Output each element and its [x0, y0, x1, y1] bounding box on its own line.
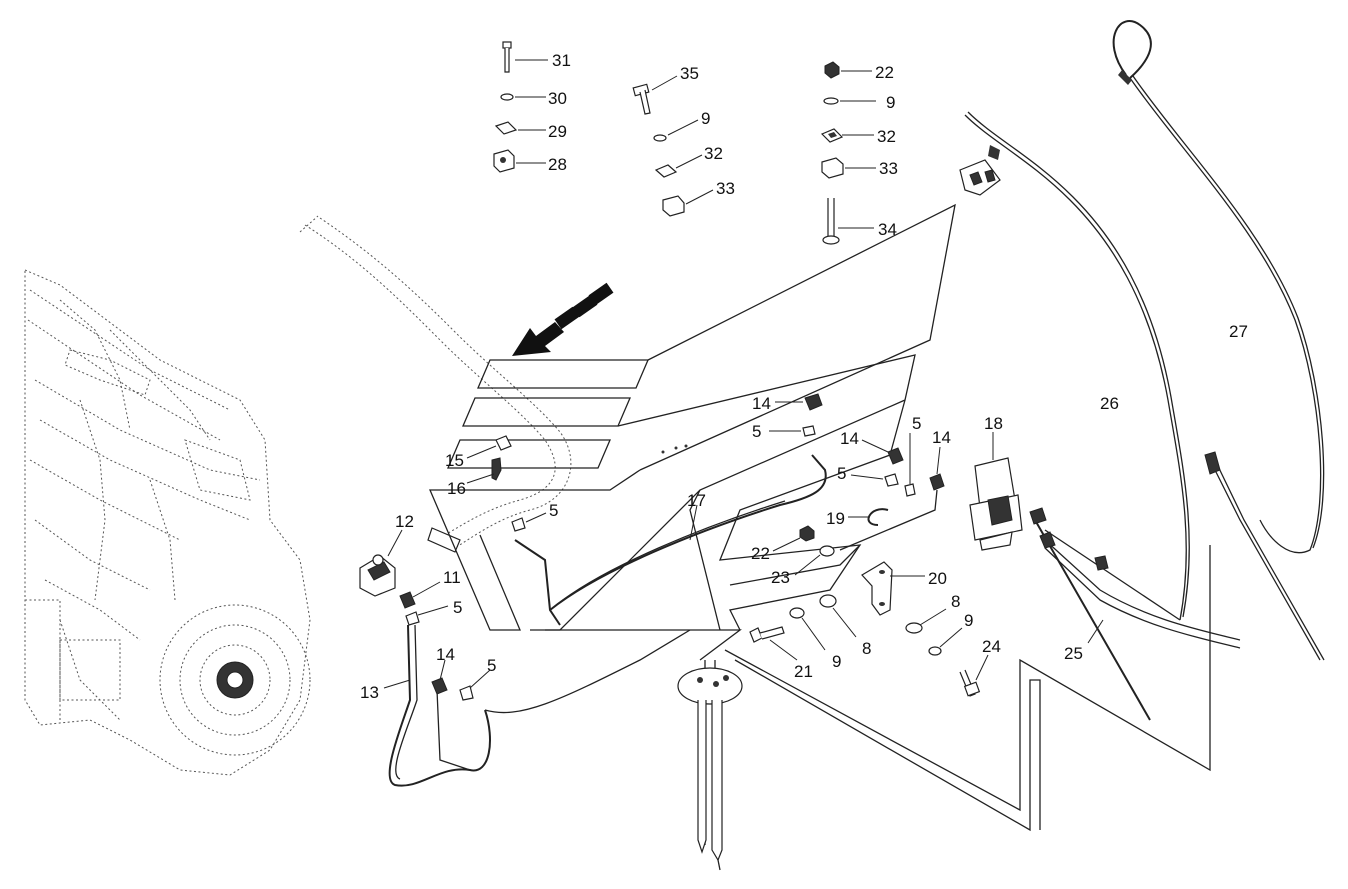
fitting-5a — [769, 425, 816, 437]
chassis-frame — [429, 203, 956, 661]
clamp-33a — [662, 189, 714, 217]
harness-26 — [964, 111, 1190, 621]
callout-32: 32 — [877, 127, 896, 146]
direction-arrow — [512, 282, 614, 356]
washer-23 — [794, 545, 835, 576]
bolt-31 — [502, 41, 548, 73]
callout-5: 5 — [752, 422, 761, 441]
callout-17: 17 — [687, 491, 706, 510]
fuel-sender — [677, 667, 743, 862]
callout-11: 11 — [443, 568, 461, 587]
callout-5: 5 — [837, 464, 846, 483]
bolt-24 — [959, 654, 989, 697]
callout-26: 26 — [1100, 394, 1119, 413]
callout-35: 35 — [680, 64, 699, 83]
stud-34 — [822, 198, 874, 245]
callout-9: 9 — [832, 652, 841, 671]
callout-14: 14 — [840, 429, 859, 448]
callout-16: 16 — [447, 479, 466, 498]
washer-9b — [823, 97, 876, 105]
fitting-5c — [904, 433, 916, 497]
fitting-15 — [466, 435, 512, 459]
washer-8a — [819, 594, 857, 638]
callout-labels: 31 30 29 28 35 9 32 33 22 9 32 33 34 27 … — [360, 51, 1248, 702]
washer-9a — [653, 119, 699, 142]
clamp-28 — [493, 149, 546, 173]
callout-8: 8 — [862, 639, 871, 658]
callout-28: 28 — [548, 155, 567, 174]
bolt-35 — [632, 75, 678, 115]
callout-15: 15 — [445, 451, 464, 470]
radiator-hose — [299, 215, 572, 553]
callout-22: 22 — [751, 544, 770, 563]
callout-33: 33 — [716, 179, 735, 198]
fitting-5e — [405, 605, 449, 626]
fitting-14d — [431, 659, 448, 695]
callout-18: 18 — [984, 414, 1003, 433]
callout-14: 14 — [752, 394, 771, 413]
washer-30 — [500, 93, 546, 101]
callout-27: 27 — [1229, 322, 1248, 341]
plate-29 — [494, 121, 546, 135]
hose-13 — [383, 624, 691, 787]
callout-5: 5 — [912, 414, 921, 433]
fitting-11 — [399, 581, 441, 609]
pipe-17 — [514, 454, 827, 626]
callout-21: 21 — [794, 662, 813, 681]
nut-22b — [772, 525, 815, 552]
callout-13: 13 — [360, 683, 379, 702]
bolt-21 — [749, 626, 798, 661]
harness-25 — [1029, 451, 1325, 721]
fitting-14c — [839, 446, 945, 551]
callout-9: 9 — [701, 109, 710, 128]
plate-32a — [654, 154, 703, 178]
plate-32b — [820, 128, 874, 143]
callout-24: 24 — [982, 637, 1001, 656]
callout-12: 12 — [395, 512, 414, 531]
callout-19: 19 — [826, 509, 845, 528]
fitting-14a — [775, 393, 823, 411]
fitting-5f — [459, 669, 491, 701]
harness-27 — [1112, 20, 1325, 554]
engine-outline — [24, 269, 311, 776]
callout-32: 32 — [704, 144, 723, 163]
callout-5: 5 — [549, 501, 558, 520]
callout-14: 14 — [932, 428, 951, 447]
fitting-5d — [511, 512, 547, 532]
callout-29: 29 — [548, 122, 567, 141]
callout-33: 33 — [879, 159, 898, 178]
hose-19 — [848, 508, 889, 526]
callout-9: 9 — [964, 611, 973, 630]
callout-30: 30 — [548, 89, 567, 108]
callout-25: 25 — [1064, 644, 1083, 663]
callout-34: 34 — [878, 220, 897, 239]
fitting-5b — [850, 473, 899, 487]
clamp-33b — [821, 157, 876, 179]
callout-5: 5 — [453, 598, 462, 617]
nut-22a — [824, 61, 872, 79]
valve-12 — [359, 529, 403, 597]
heater-18 — [969, 432, 1023, 551]
bracket-20 — [861, 561, 925, 616]
callout-8: 8 — [951, 592, 960, 611]
fitting-16 — [466, 457, 502, 484]
callout-22: 22 — [875, 63, 894, 82]
callout-9: 9 — [886, 93, 895, 112]
washer-8b — [905, 608, 947, 634]
callout-20: 20 — [928, 569, 947, 588]
callout-31: 31 — [552, 51, 571, 70]
bracket-cluster — [959, 159, 1001, 196]
callout-14: 14 — [436, 645, 455, 664]
washer-9d — [928, 627, 963, 656]
fitting-14b — [861, 439, 904, 465]
washer-9c — [789, 607, 826, 651]
callout-5: 5 — [487, 656, 496, 675]
callout-23: 23 — [771, 568, 790, 587]
